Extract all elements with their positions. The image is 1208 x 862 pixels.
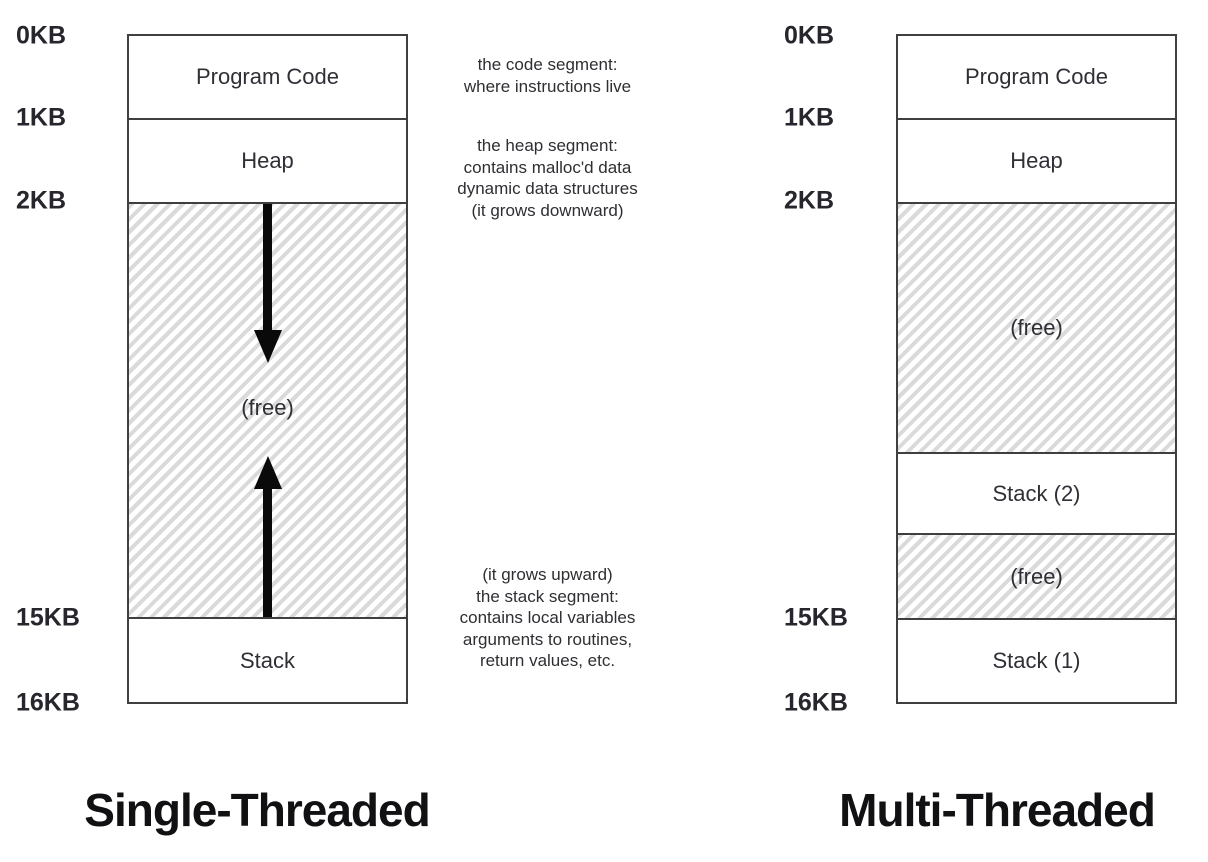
segment-label-free-1: (free) [1010,315,1063,340]
segment-label-stack-2: Stack (2) [992,480,1081,506]
stack-segment-annotation: (it grows upward) the stack segment: con… [459,565,636,670]
address-label-15kb-right: 15KB [784,603,848,632]
segment-heap: Heap [129,118,406,202]
single-threaded-address-space: Program Code Heap (free) Stack [127,34,408,704]
multi-threaded-title: Multi-Threaded [839,784,1156,836]
address-label-1kb-right: 1KB [784,103,835,132]
heap-segment-annotation: the heap segment: contains malloc'd data… [457,136,638,220]
address-label-16kb-left: 16KB [16,688,80,717]
address-label-1kb-left: 1KB [16,103,67,132]
heap-grows-down-arrow-icon [253,204,282,363]
address-label-0kb-right: 0KB [784,21,835,50]
arrow-head-up [253,456,282,489]
segment-label-stack: Stack [239,647,296,673]
segment-label-stack-1: Stack (1) [992,648,1081,673]
address-label-0kb-left: 0KB [16,21,67,50]
address-label-2kb-right: 2KB [784,186,835,215]
segment-label-heap: Heap [241,148,294,173]
segment-label-heap: Heap [1010,148,1063,173]
segment-label-free: (free) [241,395,294,420]
segment-label-free-2: (free) [1010,563,1063,589]
arrow-head-down [253,330,282,363]
segment-heap: Heap [898,118,1175,202]
arrow-shaft [263,489,272,617]
segment-free-2: (free) [898,533,1175,618]
segment-label-program-code: Program Code [964,64,1109,89]
address-label-16kb-right: 16KB [784,688,848,717]
address-label-15kb-left: 15KB [16,603,80,632]
segment-label-program-code: Program Code [195,64,340,89]
segment-program-code: Program Code [898,36,1175,118]
code-segment-annotation: the code segment: where instructions liv… [463,55,632,96]
stack-grows-up-arrow-icon [253,456,282,617]
multi-threaded-address-space: Program Code Heap (free) Stack (2) (free… [896,34,1177,704]
arrow-shaft [263,204,272,330]
single-threaded-title: Single-Threaded [84,784,430,836]
segment-stack-2: Stack (2) [898,452,1175,533]
segment-free-1: (free) [898,202,1175,452]
address-label-2kb-left: 2KB [16,186,67,215]
segment-stack-1: Stack (1) [898,618,1175,702]
segment-program-code: Program Code [129,36,406,118]
segment-free: (free) [129,202,406,617]
segment-stack: Stack [129,617,406,702]
